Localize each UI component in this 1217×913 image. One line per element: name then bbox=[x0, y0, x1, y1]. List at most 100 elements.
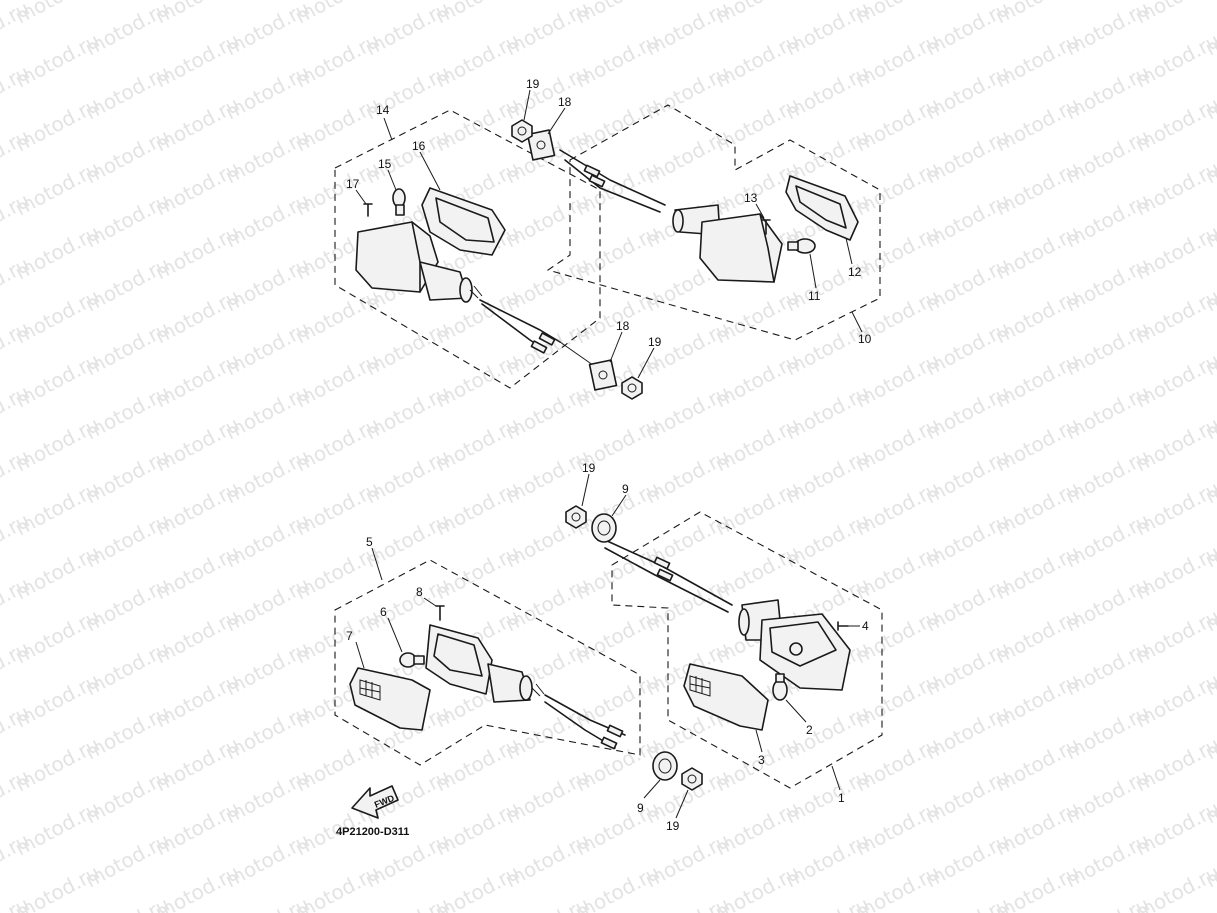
leader-9a bbox=[611, 494, 627, 517]
callout-leaders bbox=[355, 89, 863, 819]
callout-18-top: 18 bbox=[558, 95, 572, 109]
leader-17 bbox=[355, 189, 367, 205]
wire-14a bbox=[479, 299, 561, 343]
callout-numbers: 14 15 16 17 19 18 13 12 11 10 18 19 19 9… bbox=[346, 77, 872, 833]
bulb-2 bbox=[772, 679, 788, 701]
callout-15: 15 bbox=[378, 157, 392, 171]
housing-edge-10 bbox=[759, 213, 775, 283]
leader-19c bbox=[581, 473, 590, 507]
group-outline-1 bbox=[611, 511, 883, 789]
watermark-text: motod.ru bbox=[781, 892, 873, 913]
nut-hole-19-lower bbox=[627, 383, 637, 393]
plate-hole-18-lower bbox=[598, 370, 608, 380]
connector-14b bbox=[530, 340, 548, 354]
callout-3: 3 bbox=[758, 753, 765, 767]
watermark-text: motod.ru bbox=[1061, 892, 1153, 913]
leader-18b bbox=[609, 331, 623, 363]
callout-7: 7 bbox=[346, 629, 353, 643]
plate-hole-18-upper bbox=[536, 140, 546, 150]
leader-13 bbox=[755, 203, 765, 219]
leader-6 bbox=[387, 617, 403, 653]
screw-8 bbox=[435, 605, 445, 621]
group-outline-14 bbox=[334, 109, 601, 389]
callout-19-bottom: 19 bbox=[666, 819, 680, 833]
callout-1: 1 bbox=[838, 791, 845, 805]
leader-19b bbox=[637, 347, 655, 379]
screw-17 bbox=[363, 203, 373, 217]
callout-6: 6 bbox=[380, 605, 387, 619]
connector-5b bbox=[600, 736, 618, 750]
leader-12 bbox=[845, 237, 853, 265]
watermark-text: motod.ru bbox=[501, 892, 593, 913]
callout-18-mid: 18 bbox=[616, 319, 630, 333]
callout-11: 11 bbox=[808, 289, 821, 303]
leader-19a bbox=[523, 89, 531, 121]
callout-8: 8 bbox=[416, 585, 423, 599]
lens-grid-7 bbox=[359, 679, 381, 701]
nut-19-bottom bbox=[681, 767, 703, 791]
thread-14 bbox=[469, 285, 483, 299]
callout-9-bottom: 9 bbox=[637, 801, 644, 815]
leader-19d bbox=[675, 789, 689, 819]
connector-1b bbox=[656, 568, 674, 582]
callout-19-mid: 19 bbox=[648, 335, 662, 349]
connector-10a bbox=[583, 164, 601, 178]
callout-12: 12 bbox=[848, 265, 862, 279]
nut-19-mid bbox=[565, 505, 587, 529]
grommet-9-upper bbox=[591, 513, 617, 543]
stem-5 bbox=[487, 663, 531, 703]
leader-7 bbox=[355, 641, 365, 669]
callout-19-center: 19 bbox=[582, 461, 596, 475]
socket-1 bbox=[789, 642, 803, 656]
assembly-10-rear-right-signal bbox=[546, 104, 881, 341]
leader-10 bbox=[851, 311, 863, 333]
leader-8 bbox=[423, 597, 437, 607]
leader-15 bbox=[387, 169, 397, 191]
callout-4: 4 bbox=[862, 619, 869, 633]
stem-end-5 bbox=[519, 675, 533, 701]
callout-9-center: 9 bbox=[622, 482, 629, 496]
callout-13: 13 bbox=[744, 191, 758, 205]
wire-10a bbox=[559, 149, 666, 206]
connector-1a bbox=[653, 556, 671, 570]
callout-2: 2 bbox=[806, 723, 813, 737]
nut-hole-19-bottom bbox=[687, 774, 697, 784]
nut-hole-19-mid bbox=[571, 512, 581, 522]
lens-12 bbox=[785, 175, 859, 241]
assembly-5-front-left-signal bbox=[334, 559, 703, 791]
leader-1 bbox=[831, 765, 841, 791]
connector-10b bbox=[588, 174, 606, 188]
callout-19-top: 19 bbox=[526, 77, 540, 91]
callout-10: 10 bbox=[858, 332, 872, 346]
lens-inner-12 bbox=[795, 185, 847, 229]
lens-7 bbox=[349, 667, 431, 731]
leader-18a bbox=[547, 107, 566, 135]
grommet-hole-9-lower bbox=[658, 758, 672, 774]
leader-5 bbox=[371, 547, 383, 581]
wire-1b bbox=[604, 547, 729, 613]
assembly-14-rear-left-signal bbox=[334, 109, 643, 400]
lens-16 bbox=[421, 187, 506, 256]
callout-17: 17 bbox=[346, 177, 360, 191]
plate-18-lower bbox=[588, 359, 618, 391]
callout-5: 5 bbox=[366, 535, 373, 549]
screw-13 bbox=[761, 219, 771, 235]
leader-9b bbox=[643, 779, 661, 799]
leader-2 bbox=[785, 699, 807, 723]
bulb-base-6 bbox=[413, 655, 425, 665]
housing-5 bbox=[425, 624, 493, 695]
watermark-text: motod.ru bbox=[81, 892, 173, 913]
connector-5a bbox=[606, 724, 624, 738]
housing-inner-5 bbox=[433, 633, 483, 677]
assembly-1-front-right-signal bbox=[565, 505, 883, 789]
grommet-hole-9-upper bbox=[597, 520, 611, 536]
housing-1 bbox=[759, 613, 851, 691]
watermark-text: motod.ru bbox=[221, 892, 313, 913]
lens-inner-16 bbox=[435, 197, 495, 243]
callout-14: 14 bbox=[376, 103, 390, 117]
housing-inner-1 bbox=[769, 621, 837, 667]
lens-grid-3 bbox=[689, 675, 711, 697]
leader-14 bbox=[383, 117, 393, 141]
